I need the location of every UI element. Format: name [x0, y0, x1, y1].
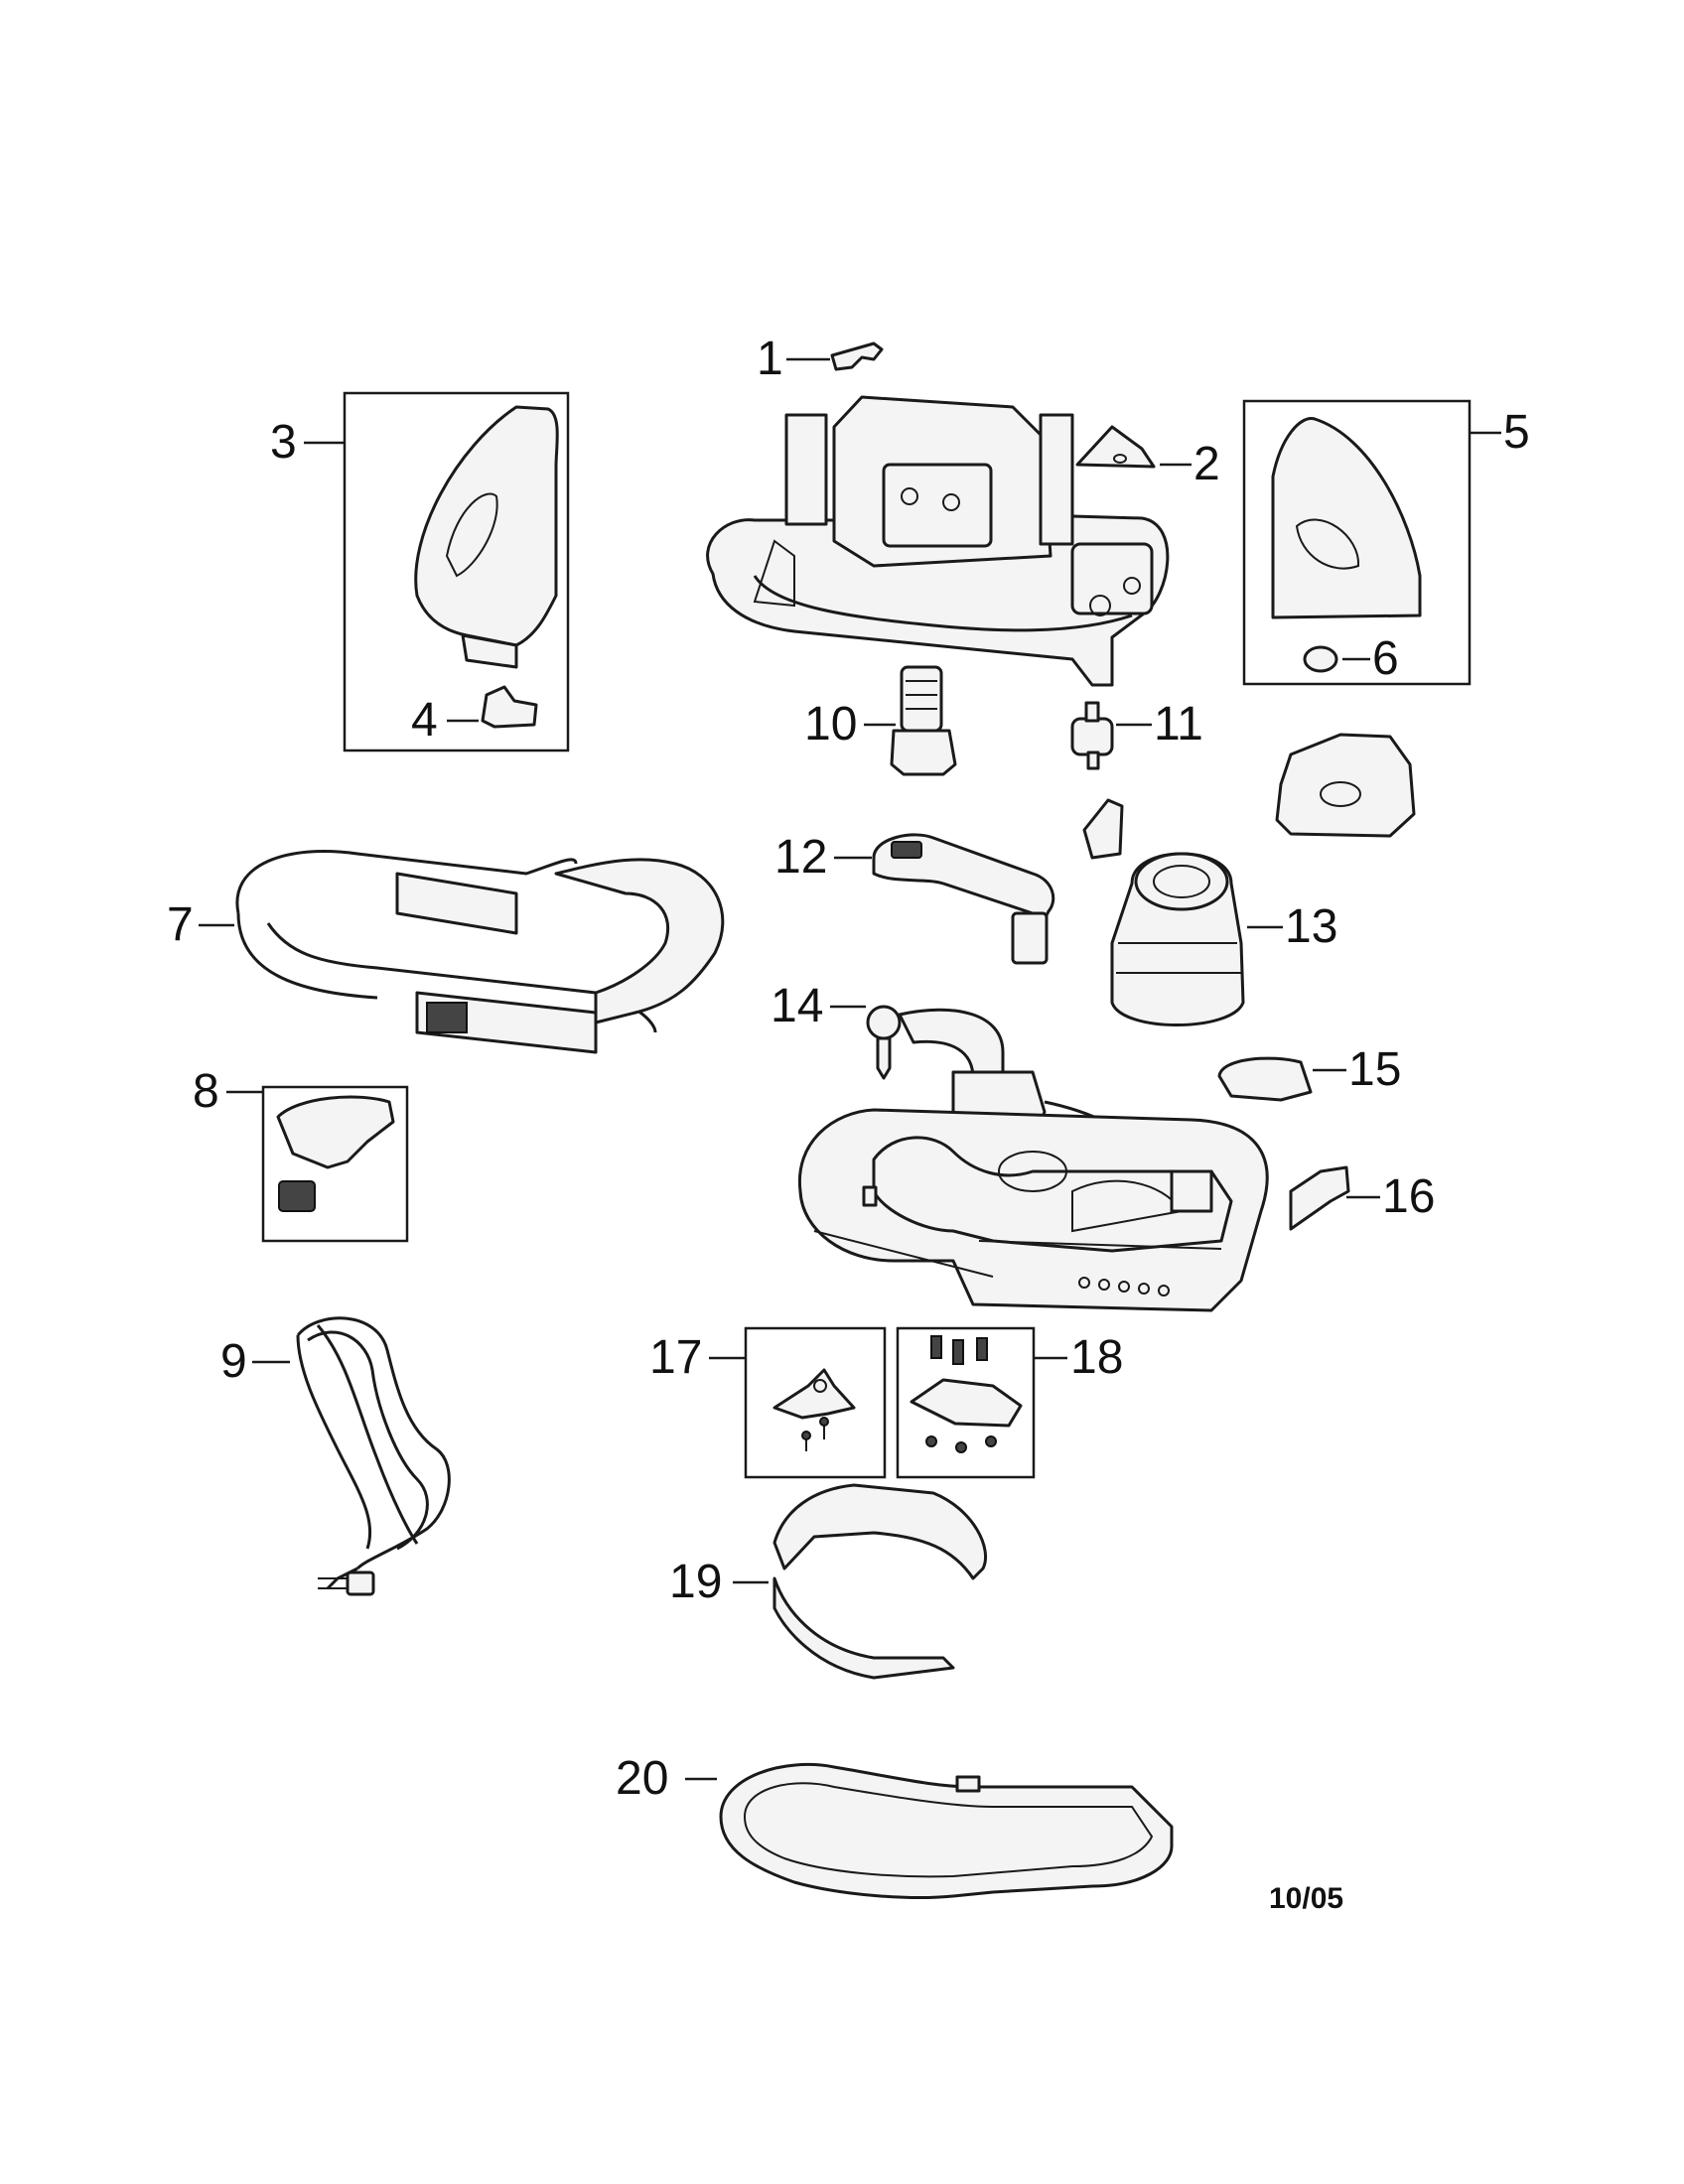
part-20-bottom-plate: [685, 1762, 1174, 1899]
part-13-motor: [1110, 852, 1283, 1026]
callout-20: 20: [616, 1752, 669, 1805]
callout-10: 10: [804, 698, 858, 751]
main-housing-top: [706, 395, 1170, 687]
callout-9: 9: [220, 1335, 247, 1388]
callout-11: 11: [1154, 698, 1203, 751]
callout-13: 13: [1285, 900, 1338, 953]
callout-15: 15: [1348, 1043, 1402, 1096]
small-bracket: [1082, 798, 1124, 860]
callout-17: 17: [649, 1331, 703, 1384]
callout-8: 8: [193, 1065, 219, 1118]
part-7-hose: [199, 850, 725, 1054]
part-6-knob: [1303, 645, 1338, 673]
callout-3: 3: [270, 416, 297, 469]
part-18-brush-plate: [910, 1378, 1023, 1428]
callout-16: 16: [1382, 1170, 1436, 1223]
nozzle-cover: [1275, 733, 1416, 838]
callout-19: 19: [669, 1556, 723, 1608]
callout-7: 7: [167, 898, 194, 951]
base-housing: [797, 1108, 1269, 1312]
group-box-8: [226, 1085, 409, 1243]
callout-14: 14: [771, 980, 824, 1032]
part-15-connector: [1217, 1056, 1346, 1102]
callout-1: 1: [757, 333, 783, 385]
part-8-brush: [278, 1180, 316, 1212]
callout-2: 2: [1193, 438, 1220, 490]
part-17-agitator: [772, 1368, 856, 1420]
callout-5: 5: [1503, 406, 1530, 459]
part-5-tank-lid: [1271, 417, 1422, 619]
part-3-tank: [414, 405, 559, 647]
part-11-valve: [1070, 701, 1152, 770]
group-box-5-6: [1242, 399, 1501, 686]
part-8-tool: [276, 1095, 395, 1169]
part-10-pump: [864, 665, 957, 776]
part-2-plate: [1075, 425, 1192, 469]
part-12-tube: [834, 833, 1055, 965]
callout-6: 6: [1372, 632, 1399, 685]
date-code: 10/05: [1269, 1882, 1344, 1915]
part-19-band: [733, 1483, 988, 1680]
part-16-latch: [1289, 1165, 1380, 1231]
callout-18: 18: [1070, 1331, 1124, 1384]
callout-4: 4: [411, 694, 438, 747]
part-1-latch: [786, 341, 884, 371]
group-box-17: [709, 1326, 887, 1479]
group-box-18: [896, 1326, 1067, 1479]
part-9-power-cord: [252, 1316, 451, 1596]
part-4-cap: [481, 685, 538, 729]
group-box-3-4: [304, 391, 570, 752]
callout-12: 12: [774, 831, 828, 884]
